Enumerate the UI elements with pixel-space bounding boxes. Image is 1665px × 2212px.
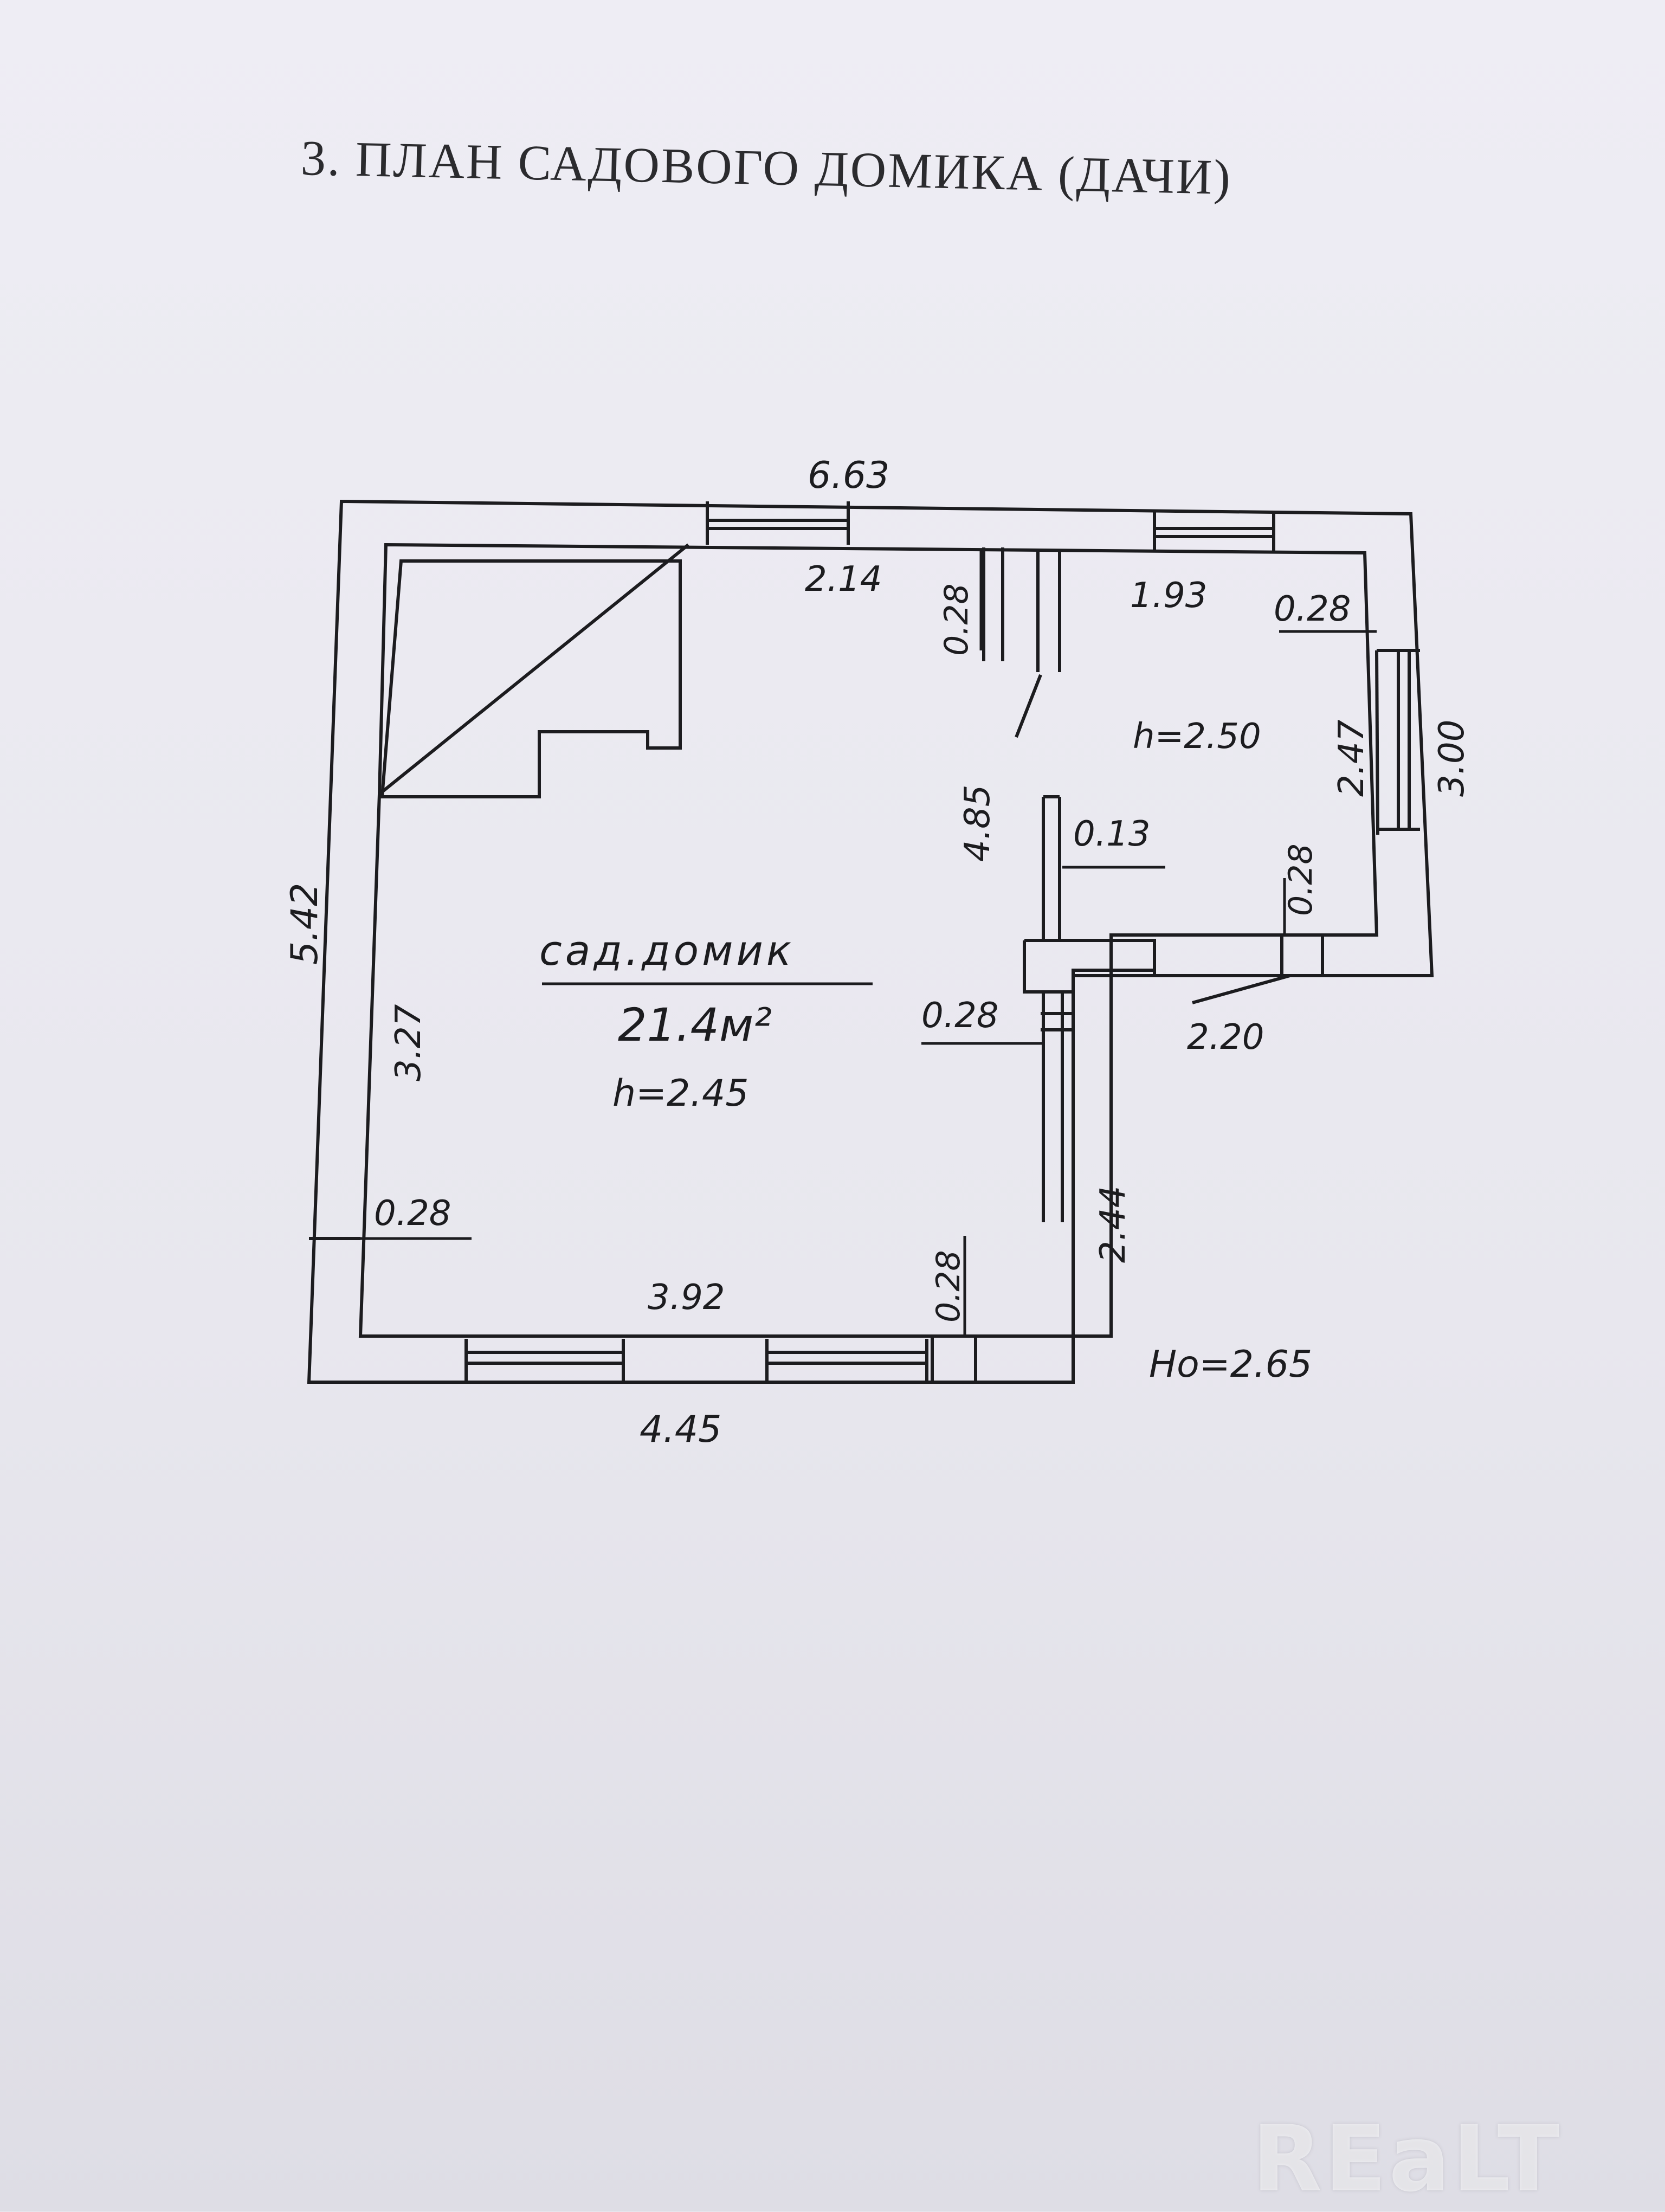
dim-partition-height: 4.85 — [958, 785, 998, 862]
partition-annex-1 — [1036, 550, 1061, 672]
room-height: h=2.45 — [612, 1072, 748, 1115]
dim-inner-left: 3.27 — [389, 1004, 429, 1081]
window-bottom-1 — [464, 1339, 625, 1382]
dim-inner-top-left: 2.14 — [805, 559, 882, 599]
window-right — [1377, 649, 1420, 831]
dim-wall-left: 0.28 — [374, 1194, 451, 1234]
dim-bottom-total: 4.45 — [640, 1408, 721, 1451]
stair-block — [380, 559, 682, 798]
room-name: сад.домик — [539, 926, 795, 975]
dim-thin-wall: 0.13 — [1073, 814, 1151, 854]
outer-wall — [307, 499, 1434, 1384]
dim-inner-top-right: 1.93 — [1130, 576, 1208, 616]
door-bottom — [931, 1336, 977, 1382]
window-top-right — [1153, 512, 1275, 552]
dim-top-total: 6.63 — [808, 454, 889, 497]
window-top-left — [706, 501, 850, 545]
dim-wall-top: 0.28 — [938, 583, 976, 656]
watermark-logo: REaLT — [1252, 2106, 1562, 2212]
partition-block — [1023, 939, 1156, 994]
partition-top — [982, 547, 1004, 661]
room-area: 21.4м² — [618, 998, 772, 1052]
wall-tick-annex — [1280, 935, 1324, 976]
door-swing-annex — [1192, 974, 1290, 1004]
dim-wall-bottom: 0.28 — [930, 1250, 967, 1323]
dim-left-total: 5.42 — [283, 883, 326, 965]
dim-inner-bottom: 3.92 — [648, 1278, 725, 1318]
stair-diagonal — [378, 543, 689, 796]
dim-base-height: Ho=2.65 — [1149, 1343, 1312, 1386]
dim-partition-lower: 2.44 — [1093, 1186, 1133, 1263]
dim-annex-height: h=2.50 — [1133, 717, 1261, 757]
window-bottom-2 — [765, 1339, 928, 1382]
dim-right-annex: 3.00 — [1432, 720, 1472, 797]
dim-annex-bottom: 2.20 — [1187, 1017, 1264, 1057]
wall-tick-right — [1375, 650, 1379, 835]
partition-mid — [1042, 795, 1061, 940]
dim-wall-right-top: 0.28 — [1274, 589, 1351, 629]
inner-wall — [358, 543, 1379, 1338]
dim-wall-mid: 0.28 — [921, 996, 999, 1036]
door-swing-top — [1015, 674, 1042, 738]
dim-wall-right-mid: 0.28 — [1282, 843, 1320, 916]
partition-lower — [1041, 992, 1073, 1222]
dim-inner-right-annex: 2.47 — [1332, 719, 1372, 797]
